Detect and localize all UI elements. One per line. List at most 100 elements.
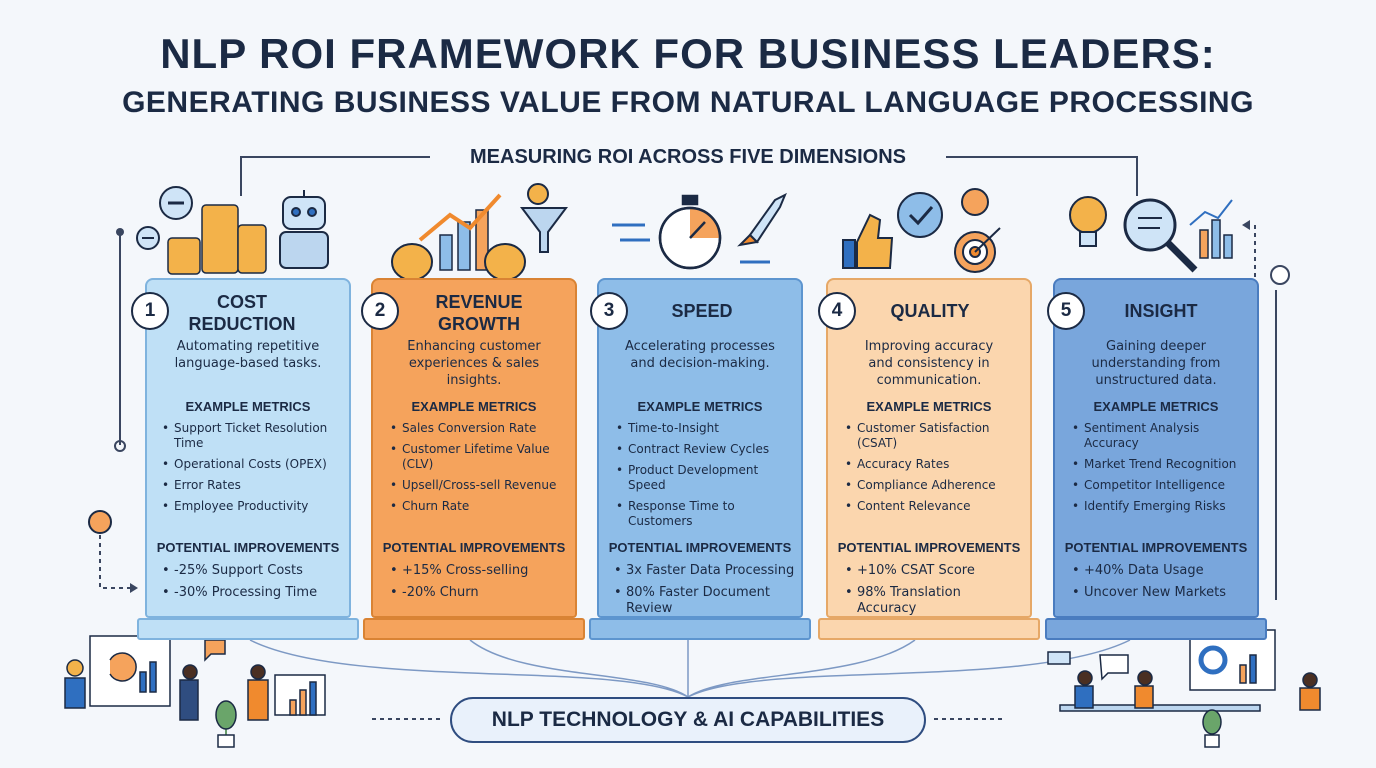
pillar-title-insight: INSIGHT [1086, 300, 1236, 322]
improvements-list-quality: +10% CSAT Score 98% Translation Accuracy [843, 563, 1023, 623]
list-item: +40% Data Usage [1070, 563, 1250, 579]
magnifier-icon [1123, 198, 1198, 273]
list-item: Sales Conversion Rate [388, 421, 568, 436]
pillar-title-line: INSIGHT [1124, 301, 1198, 321]
example-metrics-heading: EXAMPLE METRICS [1093, 399, 1219, 414]
improvements-list-revenue-growth: +15% Cross-selling -20% Churn [388, 563, 568, 607]
list-item: 3x Faster Data Processing [612, 563, 798, 579]
pillar-title-line: SPEED [671, 301, 733, 321]
list-item: Response Time to Customers [614, 499, 794, 529]
description-line: insights. [446, 373, 502, 388]
list-item: 98% Translation Accuracy [843, 585, 1023, 617]
list-item: Support Ticket Resolution Time [160, 421, 345, 451]
pillar-title-quality: QUALITY [860, 300, 1000, 322]
office-scene-left [64, 635, 326, 748]
list-item: 80% Faster Document Review [612, 585, 798, 617]
list-item: -20% Churn [388, 585, 568, 601]
speed-arrows-icon [612, 223, 770, 264]
metrics-list-insight: Sentiment Analysis Accuracy Market Trend… [1070, 421, 1250, 520]
right-arrow-head [1242, 220, 1250, 230]
description-line: understanding from [1091, 356, 1221, 371]
metrics-list-revenue-growth: Sales Conversion Rate Customer Lifetime … [388, 421, 568, 520]
example-metrics-heading: EXAMPLE METRICS [185, 399, 311, 414]
pillar-description-revenue-growth: Enhancing customer experiences & sales i… [374, 338, 574, 389]
pillar-base-speed [589, 618, 811, 640]
connector-line-left [240, 156, 430, 158]
description-line: and decision-making. [630, 356, 770, 371]
connector-line-right-drop [1136, 156, 1138, 196]
bottom-connector-lines [249, 639, 1131, 698]
pillar-title-line: GROWTH [438, 314, 520, 334]
description-line: Accelerating processes [625, 339, 775, 354]
list-item: Sentiment Analysis Accuracy [1070, 421, 1250, 451]
pillar-title-line: REDUCTION [188, 314, 296, 334]
thumbs-up-icon [842, 213, 894, 269]
improvements-list-speed: 3x Faster Data Processing 80% Faster Doc… [612, 563, 798, 623]
description-line: Improving accuracy [864, 339, 994, 354]
description-line: and consistency in [868, 356, 990, 371]
description-line: communication. [876, 373, 982, 388]
stopwatch-icon [658, 194, 722, 270]
left-flow-dot-top [116, 228, 124, 236]
list-item: -25% Support Costs [160, 563, 345, 579]
target-icon [954, 227, 1001, 273]
potential-improvements-heading: POTENTIAL IMPROVEMENTS [156, 540, 340, 555]
potential-improvements-heading: POTENTIAL IMPROVEMENTS [382, 540, 566, 555]
list-item: Employee Productivity [160, 499, 345, 514]
lightbulb-icon [1069, 196, 1107, 247]
description-line: experiences & sales [408, 356, 540, 371]
list-item: Content Relevance [843, 499, 1023, 514]
list-item: Accuracy Rates [843, 457, 1023, 472]
pillar-number-5: 5 [1047, 292, 1085, 330]
office-scene-right [1047, 629, 1321, 748]
list-item: Error Rates [160, 478, 345, 493]
right-flow-dot [1270, 265, 1290, 285]
pillar-base-insight [1045, 618, 1267, 640]
left-flow-dot-bottom [114, 440, 126, 452]
list-item: Contract Review Cycles [614, 442, 794, 457]
list-item: Compliance Adherence [843, 478, 1023, 493]
example-metrics-heading: EXAMPLE METRICS [866, 399, 992, 414]
metrics-list-speed: Time-to-Insight Contract Review Cycles P… [614, 421, 794, 535]
dimensions-label: MEASURING ROI ACROSS FIVE DIMENSIONS [430, 146, 946, 169]
pillar-description-quality: Improving accuracy and consistency in co… [829, 338, 1029, 389]
description-line: language-based tasks. [174, 356, 322, 371]
left-dashed-arrow [99, 535, 130, 589]
improvements-list-insight: +40% Data Usage Uncover New Markets [1070, 563, 1250, 607]
list-item: Churn Rate [388, 499, 568, 514]
pillar-title-revenue-growth: REVENUE GROWTH [398, 291, 560, 335]
main-title: NLP ROI FRAMEWORK FOR BUSINESS LEADERS: [160, 30, 1216, 77]
coin-stack-icon [167, 204, 267, 275]
gear-icon [897, 188, 989, 238]
pillar-base-revenue-growth [363, 618, 585, 640]
pillar-number-3: 3 [590, 292, 628, 330]
left-arrow-head [130, 583, 138, 593]
pillar-number-2: 2 [361, 292, 399, 330]
connector-line-left-drop [240, 156, 242, 196]
potential-improvements-heading: POTENTIAL IMPROVEMENTS [837, 540, 1021, 555]
list-item: Identify Emerging Risks [1070, 499, 1250, 514]
pillar-base-quality [818, 618, 1040, 640]
list-item: Time-to-Insight [614, 421, 794, 436]
funnel-icon [520, 183, 568, 253]
metrics-list-cost-reduction: Support Ticket Resolution Time Operation… [160, 421, 345, 520]
pillar-base-cost-reduction [137, 618, 359, 640]
potential-improvements-heading: POTENTIAL IMPROVEMENTS [1064, 540, 1248, 555]
list-item: Uncover New Markets [1070, 585, 1250, 601]
list-item: Customer Lifetime Value (CLV) [388, 442, 568, 472]
metrics-list-quality: Customer Satisfaction (CSAT) Accuracy Ra… [843, 421, 1023, 520]
growth-chart-icon [418, 193, 502, 271]
main-subtitle: GENERATING BUSINESS VALUE FROM NATURAL L… [122, 86, 1254, 119]
pillar-title-line: REVENUE [435, 292, 523, 312]
pillar-title-speed: SPEED [632, 300, 772, 322]
mini-chart-icon [1189, 199, 1233, 259]
description-line: unstructured data. [1095, 373, 1217, 388]
pillar-description-insight: Gaining deeper understanding from unstru… [1056, 338, 1256, 389]
pillar-description-cost-reduction: Automating repetitive language-based tas… [148, 338, 348, 372]
list-item: Operational Costs (OPEX) [160, 457, 345, 472]
list-item: Upsell/Cross-sell Revenue [388, 478, 568, 493]
description-line: Automating repetitive [176, 339, 320, 354]
example-metrics-heading: EXAMPLE METRICS [411, 399, 537, 414]
list-item: -30% Processing Time [160, 585, 345, 601]
